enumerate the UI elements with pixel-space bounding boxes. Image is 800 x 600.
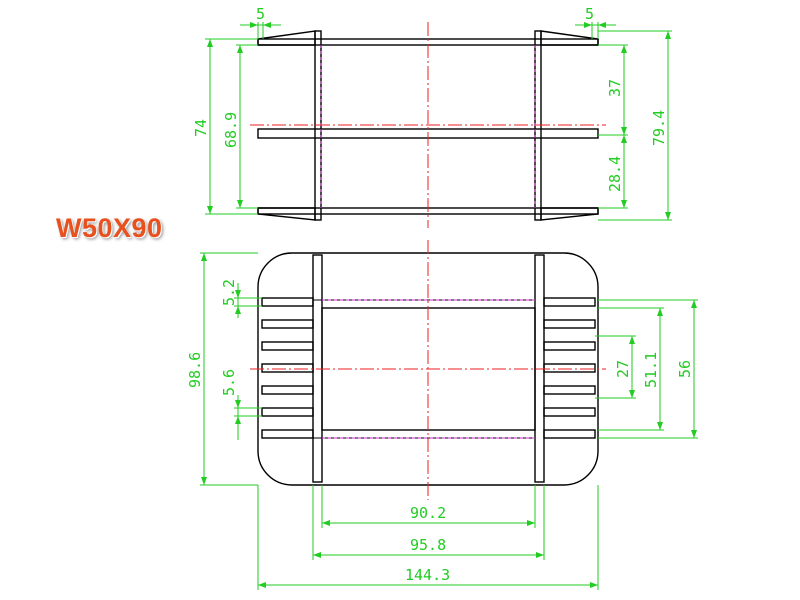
right-bottom-wedge bbox=[540, 207, 599, 221]
left-top-wedge bbox=[257, 30, 316, 46]
dimension-labels: 5 5 74 68.9 37 28.4 79.4 5.2 5.6 98.6 27… bbox=[186, 5, 694, 584]
left-bottom-wedge bbox=[257, 207, 316, 221]
dim-68-9: 68.9 bbox=[222, 112, 240, 148]
top-view-dimensions bbox=[205, 22, 672, 221]
dim-27: 27 bbox=[614, 360, 632, 378]
right-top-wedge bbox=[540, 30, 599, 46]
dimension-arrows bbox=[201, 22, 697, 588]
dim-90-2: 90.2 bbox=[410, 504, 446, 522]
dim-37: 37 bbox=[606, 79, 624, 97]
dim-51-1: 51.1 bbox=[642, 352, 660, 388]
dim-5-2: 5.2 bbox=[220, 279, 238, 306]
bottom-view-dimensions bbox=[200, 252, 698, 590]
dim-79-4: 79.4 bbox=[650, 110, 668, 146]
dim-5-6: 5.6 bbox=[220, 369, 238, 396]
dim-95-8: 95.8 bbox=[410, 536, 446, 554]
part-title: W50X90 bbox=[56, 213, 163, 243]
dim-5-right: 5 bbox=[585, 5, 594, 23]
dim-56: 56 bbox=[676, 360, 694, 378]
dim-28-4: 28.4 bbox=[606, 156, 624, 192]
dim-98-6: 98.6 bbox=[186, 352, 204, 388]
left-comb-fins bbox=[261, 297, 314, 439]
dim-5-left: 5 bbox=[256, 5, 265, 23]
dim-74: 74 bbox=[192, 119, 210, 137]
top-view-centerlines bbox=[250, 22, 606, 228]
dim-144-3: 144.3 bbox=[405, 566, 450, 584]
right-comb-fins bbox=[543, 297, 596, 439]
bottom-view-centerlines bbox=[250, 240, 606, 500]
